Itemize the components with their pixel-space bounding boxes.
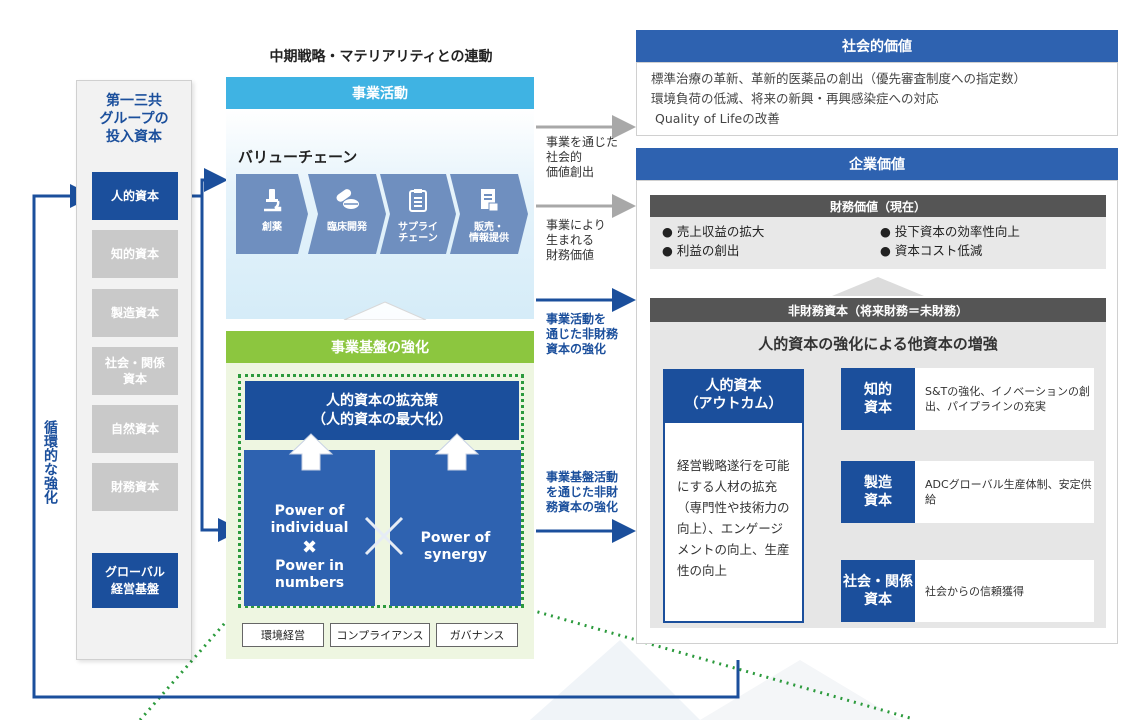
power-synergy-box: Power of synergy xyxy=(390,450,521,606)
human-capital-outcome-body: 経営戦略遂行を可能にする人材の拡充（専門性や技術力の向上）、エンゲージメントの向… xyxy=(663,421,804,623)
up-triangle xyxy=(343,301,427,320)
nonfinancial-header: 非財務資本（将来財務＝未財務） xyxy=(650,298,1106,322)
social-value-header: 社会的価値 xyxy=(636,30,1118,62)
target-intellectual-desc: S&Tの強化、イノベーションの創出、パイプラインの充実 xyxy=(915,368,1094,430)
financial-value-header: 財務価値（現在） xyxy=(650,195,1106,217)
up-arrow-icon xyxy=(288,433,334,471)
financial-value-body xyxy=(650,217,1106,269)
watermark-shape xyxy=(700,660,900,720)
loop-arrow xyxy=(32,184,740,699)
capital-item-social[interactable]: 社会・関係 資本 xyxy=(92,347,178,395)
social-value-line: 標準治療の革新、革新的医薬品の創出（優先審査制度への指定数） xyxy=(651,71,1027,86)
human-capital-focus-frame xyxy=(238,374,524,608)
target-social-desc: 社会からの信頼獲得 xyxy=(915,560,1094,622)
value-chain-step-supply[interactable]: サプライ チェーン xyxy=(380,174,456,254)
power-individual-box: Power of individual ✖ Power in numbers xyxy=(244,450,375,606)
times-mark: ✖ xyxy=(301,536,318,558)
tag-environment: 環境経営 xyxy=(242,623,324,647)
watermark-shape xyxy=(530,640,700,720)
financial-item: ● 利益の創出 xyxy=(662,243,740,258)
tag-compliance: コンプライアンス xyxy=(330,623,430,647)
pills-icon xyxy=(308,188,386,216)
connector-financial-text: 事業により 生まれる 財務価値 xyxy=(546,218,606,262)
tag-governance: ガバナンス xyxy=(436,623,518,647)
social-value-line: 環境負荷の低減、将来の新興・再興感染症への対応 xyxy=(651,91,939,106)
capital-item-manufacturing[interactable]: 製造資本 xyxy=(92,289,178,337)
value-chain-title: バリューチェーン xyxy=(238,148,358,166)
social-value-line: Quality of Lifeの改善 xyxy=(655,111,780,126)
capital-item-intellectual[interactable]: 知的資本 xyxy=(92,230,178,278)
up-arrow-icon xyxy=(434,433,480,471)
capital-item-natural[interactable]: 自然資本 xyxy=(92,405,178,453)
target-intellectual-capital: 知的 資本 xyxy=(841,368,915,430)
microscope-icon xyxy=(236,188,308,216)
financial-item: ● 資本コスト低減 xyxy=(880,243,983,258)
value-chain-step-discovery[interactable]: 創薬 xyxy=(236,174,308,254)
financial-item: ● 投下資本の効率性向上 xyxy=(880,224,1020,239)
document-icon xyxy=(450,188,528,216)
cross-icon xyxy=(364,516,404,556)
value-chain-step-label: 販売・ 情報提供 xyxy=(469,222,509,244)
mid-title: 中期戦略・マテリアリティとの連動 xyxy=(269,49,493,65)
global-management-foundation[interactable]: グローバル 経営基盤 xyxy=(92,553,178,608)
capital-item-financial[interactable]: 財務資本 xyxy=(92,463,178,511)
human-capital-expansion: 人的資本の拡充策 （人的資本の最大化） xyxy=(245,381,519,440)
connector-foundation-nonfin-text: 事業基盤活動 を通じた非財 務資本の強化 xyxy=(546,470,619,514)
value-chain-step-label: サプライ チェーン xyxy=(398,222,438,244)
power-individual-text: Power of individual xyxy=(270,502,349,536)
value-chain-step-label: 創薬 xyxy=(262,222,282,233)
up-triangle xyxy=(832,277,924,296)
value-chain-step-label: 臨床開発 xyxy=(327,222,367,233)
capital-title: 第一三共 グループの 投入資本 xyxy=(99,93,169,145)
foundation-header: 事業基盤の強化 xyxy=(226,331,534,363)
connector-activity-nonfin-text: 事業活動を 通じた非財務 資本の強化 xyxy=(546,312,619,356)
nonfinancial-title: 人的資本の強化による他資本の増強 xyxy=(758,335,998,353)
target-social-capital: 社会・関係 資本 xyxy=(841,560,915,622)
value-chain-step-sales[interactable]: 販売・ 情報提供 xyxy=(450,174,528,254)
target-manufacturing-capital: 製造 資本 xyxy=(841,461,915,523)
human-capital-outcome-header: 人的資本 （アウトカム） xyxy=(663,369,804,421)
business-activity-header: 事業活動 xyxy=(226,77,534,109)
clipboard-icon xyxy=(380,188,456,216)
arrow-to-foundation xyxy=(200,196,242,542)
loop-label: 循環的な強化 xyxy=(42,420,58,504)
capital-item-human[interactable]: 人的資本 xyxy=(92,172,178,220)
financial-item: ● 売上収益の拡大 xyxy=(662,224,765,239)
connector-social-text: 事業を通じた 社会的 価値創出 xyxy=(546,135,619,179)
value-chain-step-clinical[interactable]: 臨床開発 xyxy=(308,174,386,254)
target-manufacturing-desc: ADCグローバル生産体制、安定供給 xyxy=(915,461,1094,523)
corporate-value-header: 企業価値 xyxy=(636,148,1118,180)
power-numbers-text: Power in numbers xyxy=(274,557,345,591)
social-value-body: 標準治療の革新、革新的医薬品の創出（優先審査制度への指定数） 環境負荷の低減、将… xyxy=(636,62,1118,136)
